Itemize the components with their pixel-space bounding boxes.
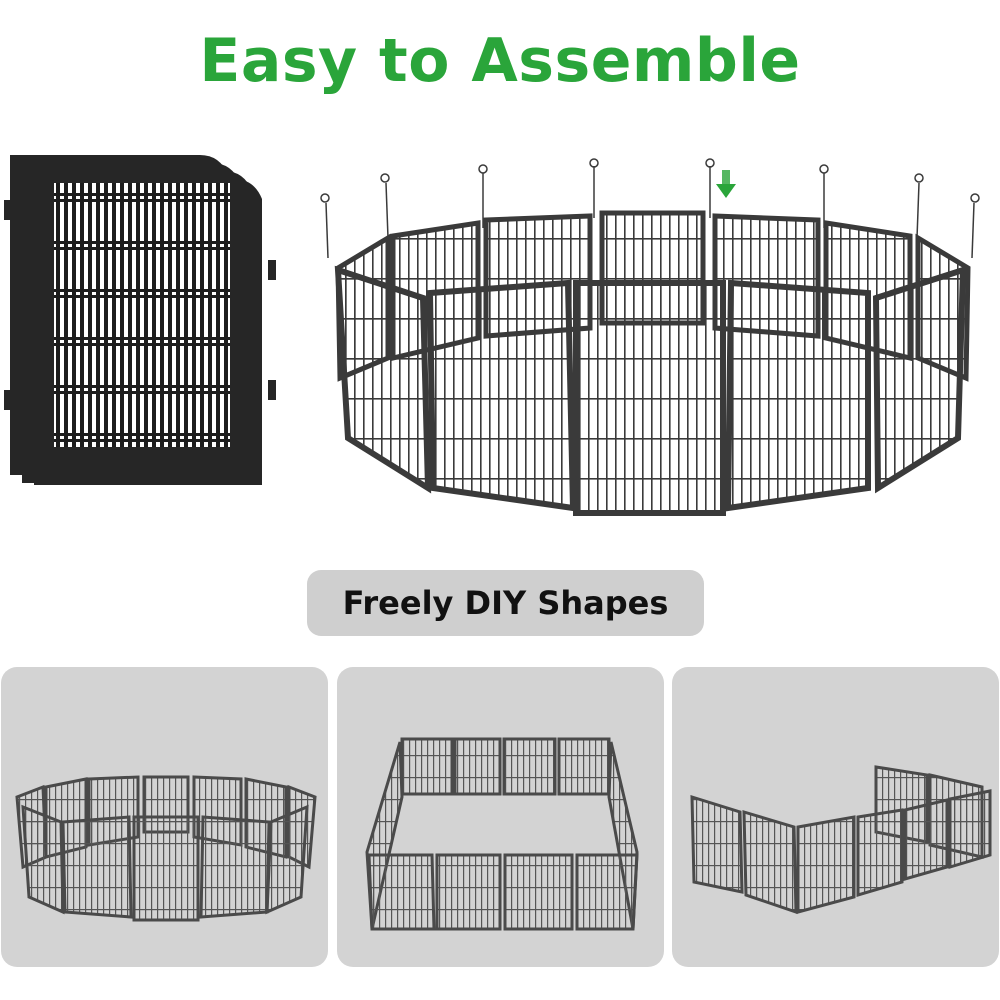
section-label: Freely DIY Shapes — [307, 570, 704, 636]
down-arrow-icon — [716, 170, 736, 198]
assembled-round-pen-image — [318, 158, 990, 530]
stacked-fence-panels-image — [0, 145, 300, 491]
open-rectangle-shape-tile — [672, 667, 999, 967]
round-shape-tile — [1, 667, 328, 967]
square-shape-tile — [337, 667, 664, 967]
page-title: Easy to Assemble — [199, 26, 801, 96]
